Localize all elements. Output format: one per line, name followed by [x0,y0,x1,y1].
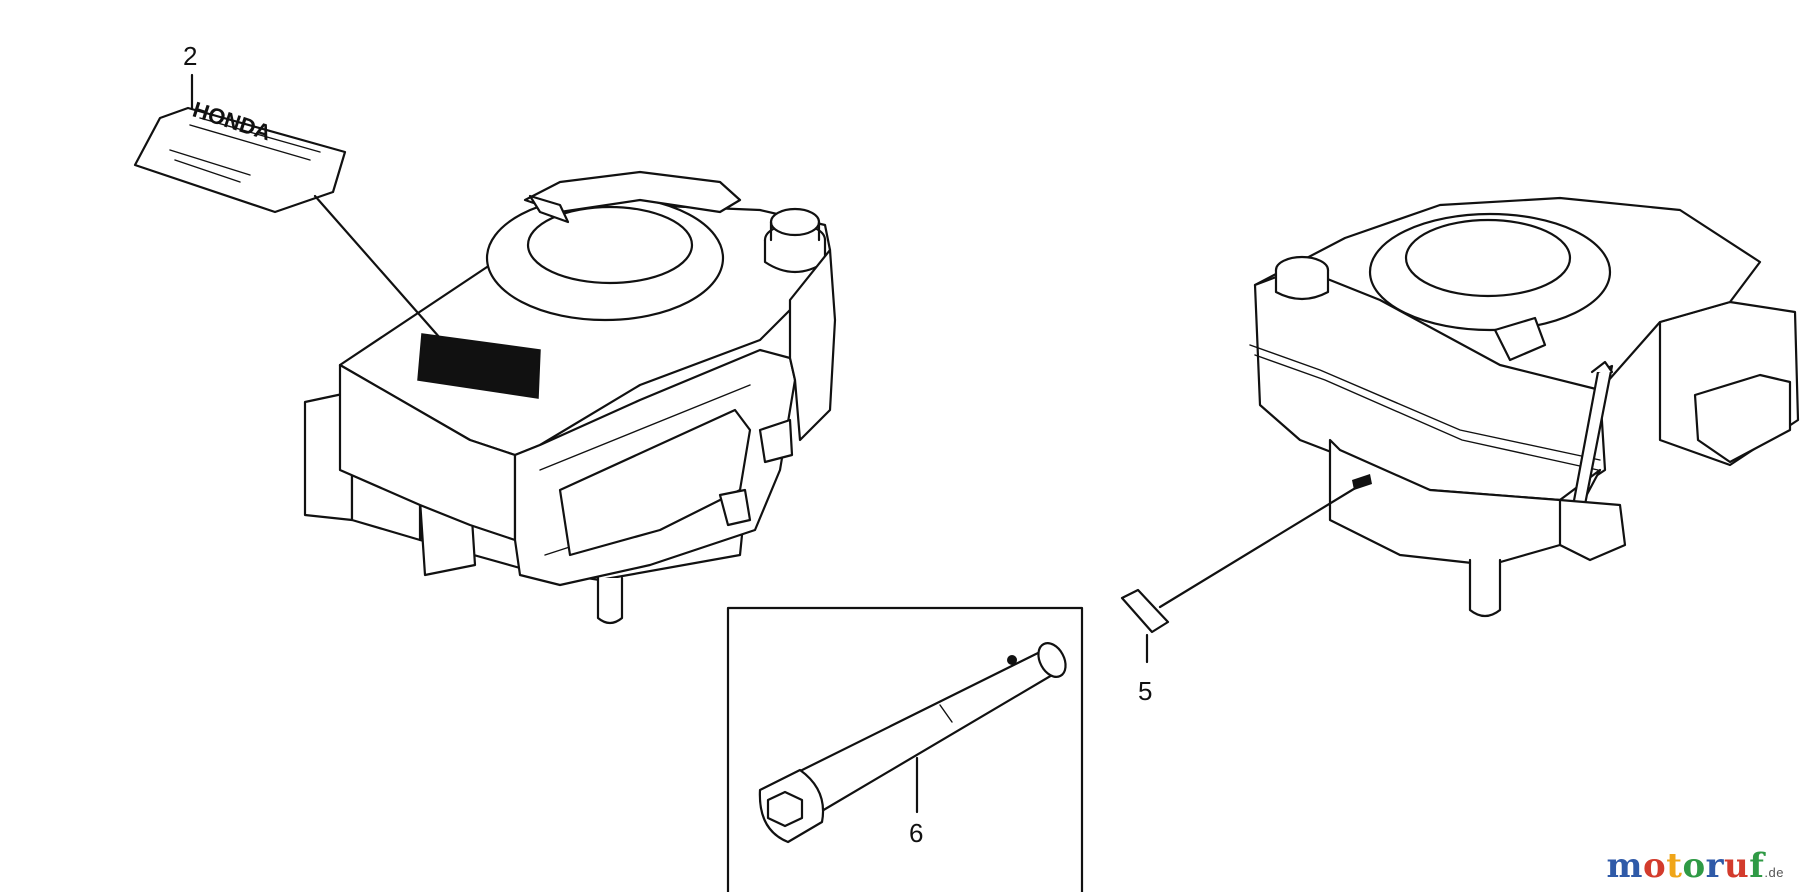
callout-6-number: 6 [909,818,923,848]
watermark-letter: u [1724,846,1750,886]
spark-plug-wrench-box [726,606,1084,892]
right-engine-drawing [1249,196,1800,618]
small-label-part [1120,588,1170,634]
emblem-label-part: HONDA [133,97,347,214]
callout-2-number: 2 [183,41,197,71]
motoruf-watermark: motoruf.de [1607,846,1784,886]
watermark-text: motoruf [1607,846,1765,886]
watermark-tld: .de [1764,865,1784,880]
callout-5-number: 5 [1138,676,1152,706]
watermark-letter: f [1749,846,1765,886]
watermark-letter: o [1682,846,1706,886]
label-location-mark [417,333,541,399]
small-label-to-engine-leader [1158,482,1364,609]
watermark-letter: o [1643,846,1667,886]
watermark-letter: r [1705,846,1725,886]
watermark-letter: m [1606,846,1644,886]
emblem-to-engine-leader [313,194,442,340]
watermark-letter: t [1666,846,1683,886]
left-engine-drawing [303,170,837,625]
